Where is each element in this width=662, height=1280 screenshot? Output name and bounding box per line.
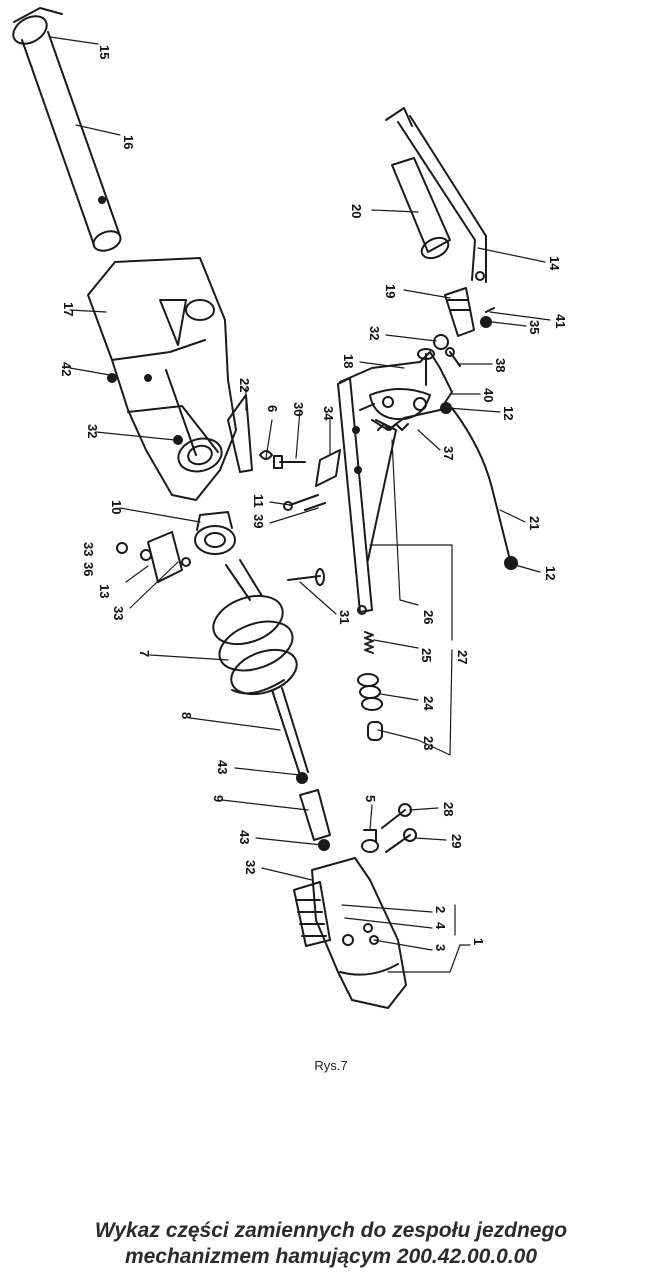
part-label: 32 [367,326,382,340]
part-label: 2 [433,906,448,913]
part-label: 10 [109,500,124,514]
part-label: 11 [251,494,266,508]
piston-rod [271,687,331,851]
part-label: 22 [237,378,252,392]
brake-bolts [361,803,417,853]
caption-line-1: Wykaz części zamiennych do zespołu jezdn… [94,1219,568,1242]
parts-list-caption: Wykaz części zamiennych do zespołu jezdn… [0,1218,662,1270]
latch-parts [444,287,495,337]
brake-head [293,857,407,1009]
pin-bolt [287,568,325,586]
part-label: 7 [137,650,152,657]
drawbar-tube [12,7,122,252]
long-lever [337,377,397,615]
part-label: 32 [85,424,100,438]
part-label: 27 [455,650,470,664]
part-label: 13 [97,584,112,598]
part-label: 24 [421,696,436,711]
part-label: 6 [265,405,280,412]
part-label: 15 [97,45,112,59]
part-label: 29 [449,834,464,848]
part-label: 1 [471,938,486,945]
part-label: 38 [493,358,508,372]
handle-lever [385,107,487,283]
part-label: 36 [81,562,96,576]
exploded-parts-diagram: 15 16 17 42 32 22 6 30 34 11 39 10 33 36… [12,7,568,1009]
part-label: 20 [349,204,364,218]
part-label: 12 [543,566,558,580]
part-label: 25 [419,648,434,662]
figure-label: Rys.7 [314,1058,348,1073]
part-label: 8 [179,712,194,719]
part-label: 17 [61,302,76,316]
ratchet-lever [339,348,453,431]
rubber-spring [212,559,298,696]
part-label: 5 [363,795,378,802]
housing [87,257,253,501]
washer-bolt [433,334,461,367]
part-label: 26 [421,610,436,624]
part-label: 18 [341,354,356,368]
part-label: 12 [501,406,516,420]
part-label: 43 [215,760,230,774]
leader-lines [49,36,551,973]
caption-line-2: mechanizmem hamującym 200.42.00.0.00 [124,1245,538,1268]
part-label: 19 [383,284,398,298]
part-label: 33 [111,606,126,620]
part-label: 16 [121,135,136,149]
bush [194,511,236,555]
spring-stack [357,631,383,741]
part-label: 34 [321,406,336,421]
part-label: 33 [81,542,96,556]
small-fasteners-left [259,449,341,511]
brake-cable [451,407,518,570]
part-label: 9 [211,795,226,802]
part-label: 31 [337,610,352,624]
part-label: 30 [291,402,306,416]
part-label: 23 [421,736,436,750]
part-label: 32 [243,860,258,874]
part-label: 41 [553,314,568,328]
part-label: 28 [441,802,456,816]
part-label: 35 [527,320,542,334]
part-label: 40 [481,388,496,402]
part-label: 21 [527,516,542,530]
part-number-labels: 15 16 17 42 32 22 6 30 34 11 39 10 33 36… [59,45,568,951]
part-label: 14 [547,256,562,271]
plate [116,531,191,583]
part-label: 3 [433,944,448,951]
part-label: 43 [237,830,252,844]
part-label: 4 [433,922,448,930]
part-label: 37 [441,446,456,460]
part-label: 42 [59,362,74,376]
part-label: 39 [251,514,266,528]
